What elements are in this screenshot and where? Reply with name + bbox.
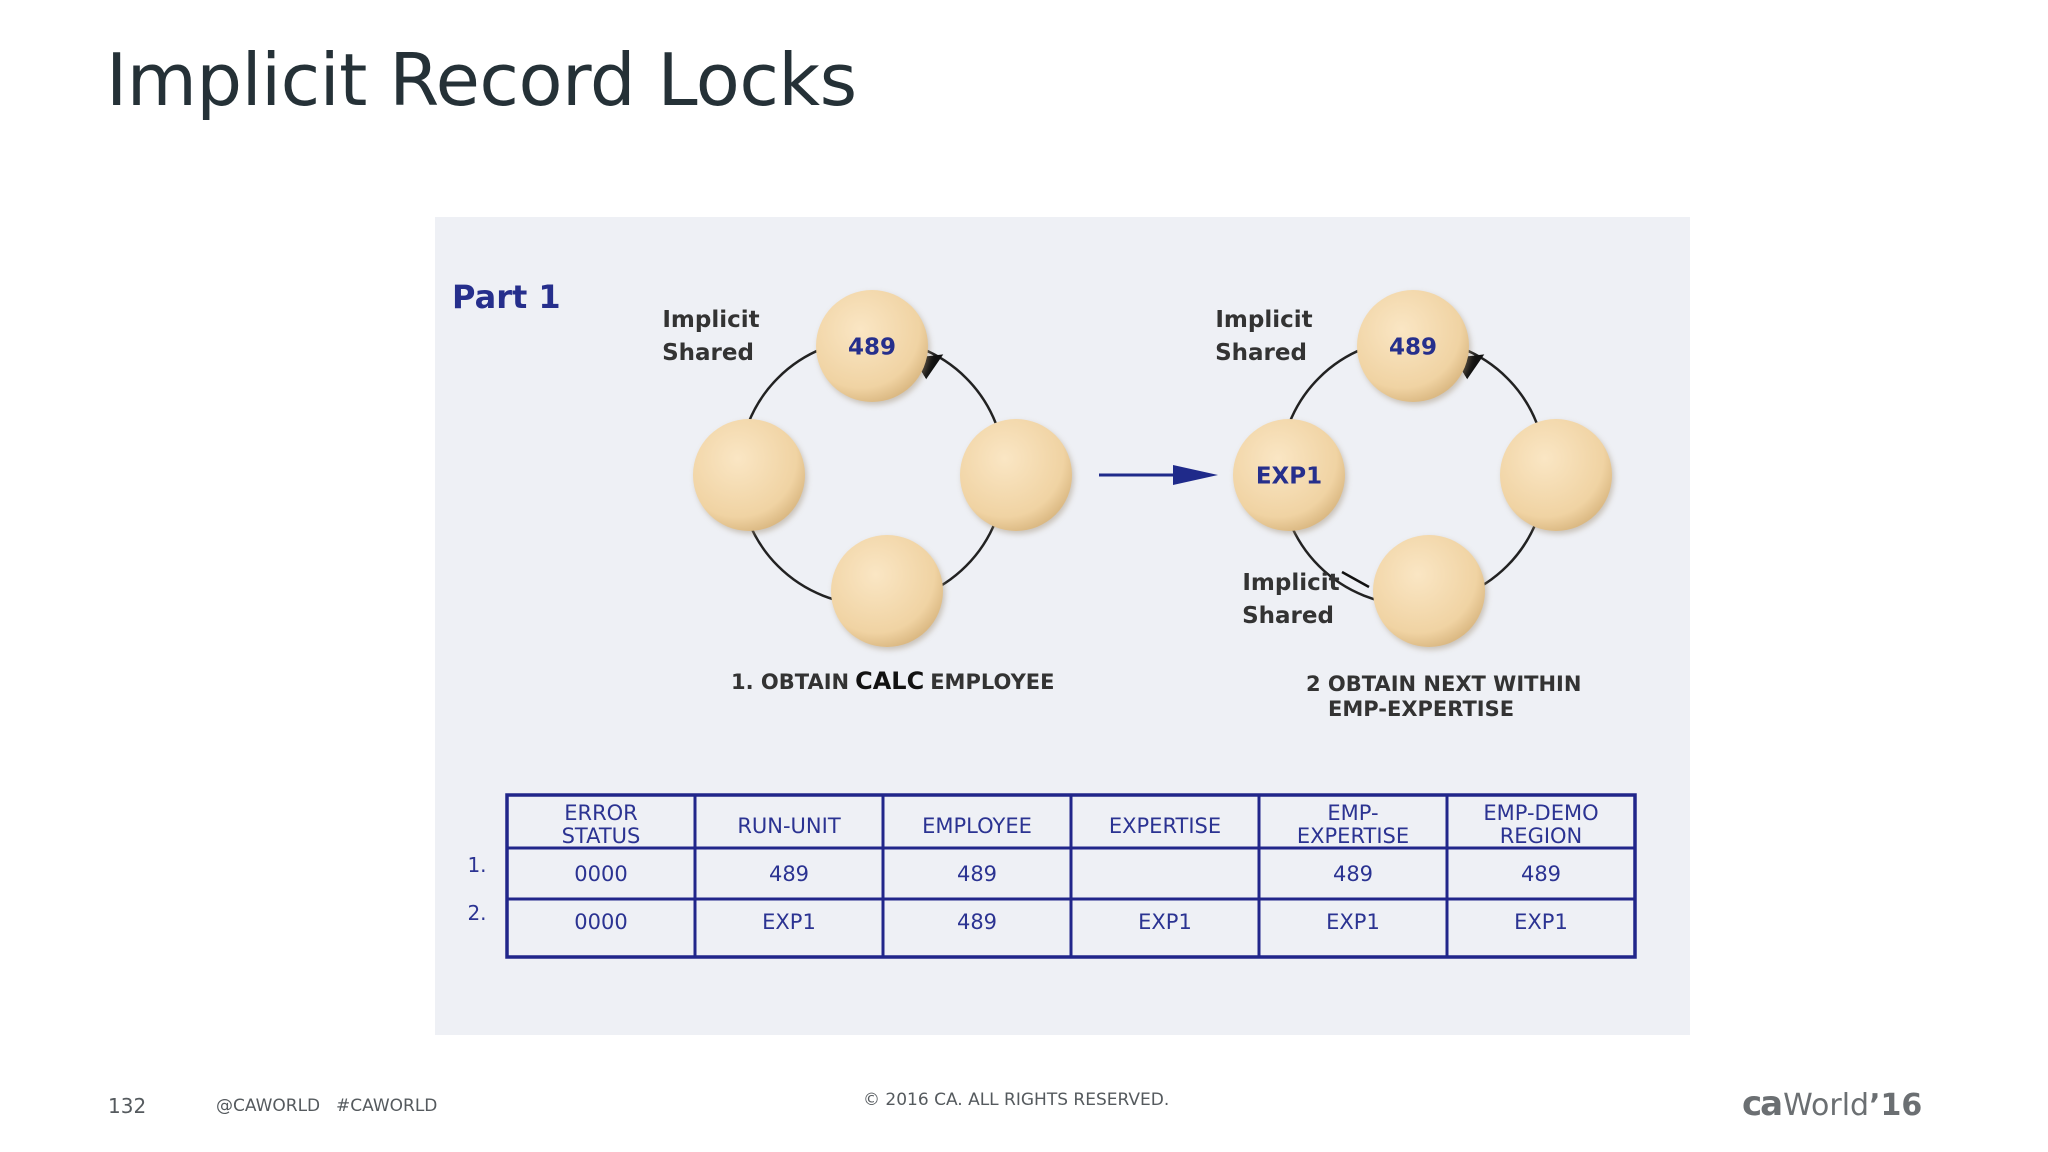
table-data-cell: EXP1 bbox=[1514, 910, 1568, 934]
step1-node-right bbox=[960, 419, 1072, 531]
table-header-cell: STATUS bbox=[562, 824, 641, 848]
table-data-cell: 489 bbox=[769, 862, 809, 886]
step1-caption-c: EMPLOYEE bbox=[930, 670, 1054, 694]
step1-caption-a: 1. OBTAIN bbox=[731, 670, 849, 694]
step2-node-top-label: 489 bbox=[1389, 335, 1437, 361]
step1-node-top-label: 489 bbox=[848, 335, 896, 361]
step1-caption-b: CALC bbox=[855, 667, 924, 695]
table-row-label: 1. bbox=[467, 853, 486, 877]
step1-ring-arrowhead bbox=[913, 354, 944, 380]
table-data-cell: 489 bbox=[957, 910, 997, 934]
table-header-cell: EMP-DEMO bbox=[1483, 801, 1598, 825]
table-header-cell: ERROR bbox=[564, 801, 638, 825]
table-data-cell: 489 bbox=[1333, 862, 1373, 886]
table-header-cell: EMP- bbox=[1327, 801, 1378, 825]
step1-lock-label-line1: Implicit bbox=[662, 307, 759, 333]
table-header-cell: EXPERTISE bbox=[1297, 824, 1409, 848]
table-data-cell: 489 bbox=[957, 862, 997, 886]
logo-ca: ca bbox=[1742, 1084, 1783, 1124]
table-data-cell: EXP1 bbox=[762, 910, 816, 934]
table-data-cell: EXP1 bbox=[1326, 910, 1380, 934]
table-header-cell: REGION bbox=[1500, 824, 1583, 848]
step1-node-left bbox=[693, 419, 805, 531]
table-data-cell: 0000 bbox=[574, 862, 627, 886]
page-number: 132 bbox=[108, 1094, 147, 1118]
logo-world: World bbox=[1783, 1088, 1870, 1123]
logo-year: ’16 bbox=[1869, 1088, 1923, 1123]
step2-node-left-label: EXP1 bbox=[1256, 464, 1322, 490]
table-data-cell: 489 bbox=[1521, 862, 1561, 886]
step2-node-left bbox=[1233, 419, 1345, 531]
table-data-cell: 0000 bbox=[574, 910, 627, 934]
copyright-notice: © 2016 CA. ALL RIGHTS RESERVED. bbox=[863, 1090, 1170, 1110]
slide-title: Implicit Record Locks bbox=[106, 38, 857, 122]
table-row-label: 2. bbox=[467, 901, 486, 925]
step1-node-top bbox=[816, 290, 928, 402]
step2-node-right bbox=[1500, 419, 1612, 531]
step2-node-bottom bbox=[1373, 535, 1485, 647]
step2-lower-pointer bbox=[1341, 570, 1370, 589]
step2-node-top bbox=[1357, 290, 1469, 402]
part-label: Part 1 bbox=[452, 278, 561, 316]
step2-lock-label-line2: Shared bbox=[1215, 340, 1307, 366]
table-data-cell: EXP1 bbox=[1138, 910, 1192, 934]
step2-lock-label-line1: Implicit bbox=[1215, 307, 1312, 333]
step2-caption-line1: 2 OBTAIN NEXT WITHIN bbox=[1306, 672, 1581, 696]
step1-lock-label-line2: Shared bbox=[662, 340, 754, 366]
table-header-cell: EMPLOYEE bbox=[922, 814, 1032, 838]
step2-caption-line2: EMP-EXPERTISE bbox=[1328, 697, 1514, 721]
step2-lower-lock-label-line1: Implicit bbox=[1242, 570, 1339, 596]
step2-ring-arrowhead bbox=[1454, 354, 1485, 380]
transition-arrow-head bbox=[1173, 465, 1218, 485]
step1-node-bottom bbox=[831, 535, 943, 647]
table-header-cell: RUN-UNIT bbox=[737, 814, 841, 838]
twitter-handle: @CAWORLD bbox=[216, 1096, 321, 1116]
table-header-cell: EXPERTISE bbox=[1109, 814, 1221, 838]
ca-world-logo: caWorld’16 bbox=[1742, 1084, 1922, 1124]
hashtag: #CAWORLD bbox=[336, 1096, 438, 1116]
step2-ring: 489 EXP1 Implicit Shared Implicit Shared… bbox=[1215, 290, 1612, 721]
step2-lower-lock-label-line2: Shared bbox=[1242, 603, 1334, 629]
transition-arrow bbox=[1099, 465, 1218, 485]
